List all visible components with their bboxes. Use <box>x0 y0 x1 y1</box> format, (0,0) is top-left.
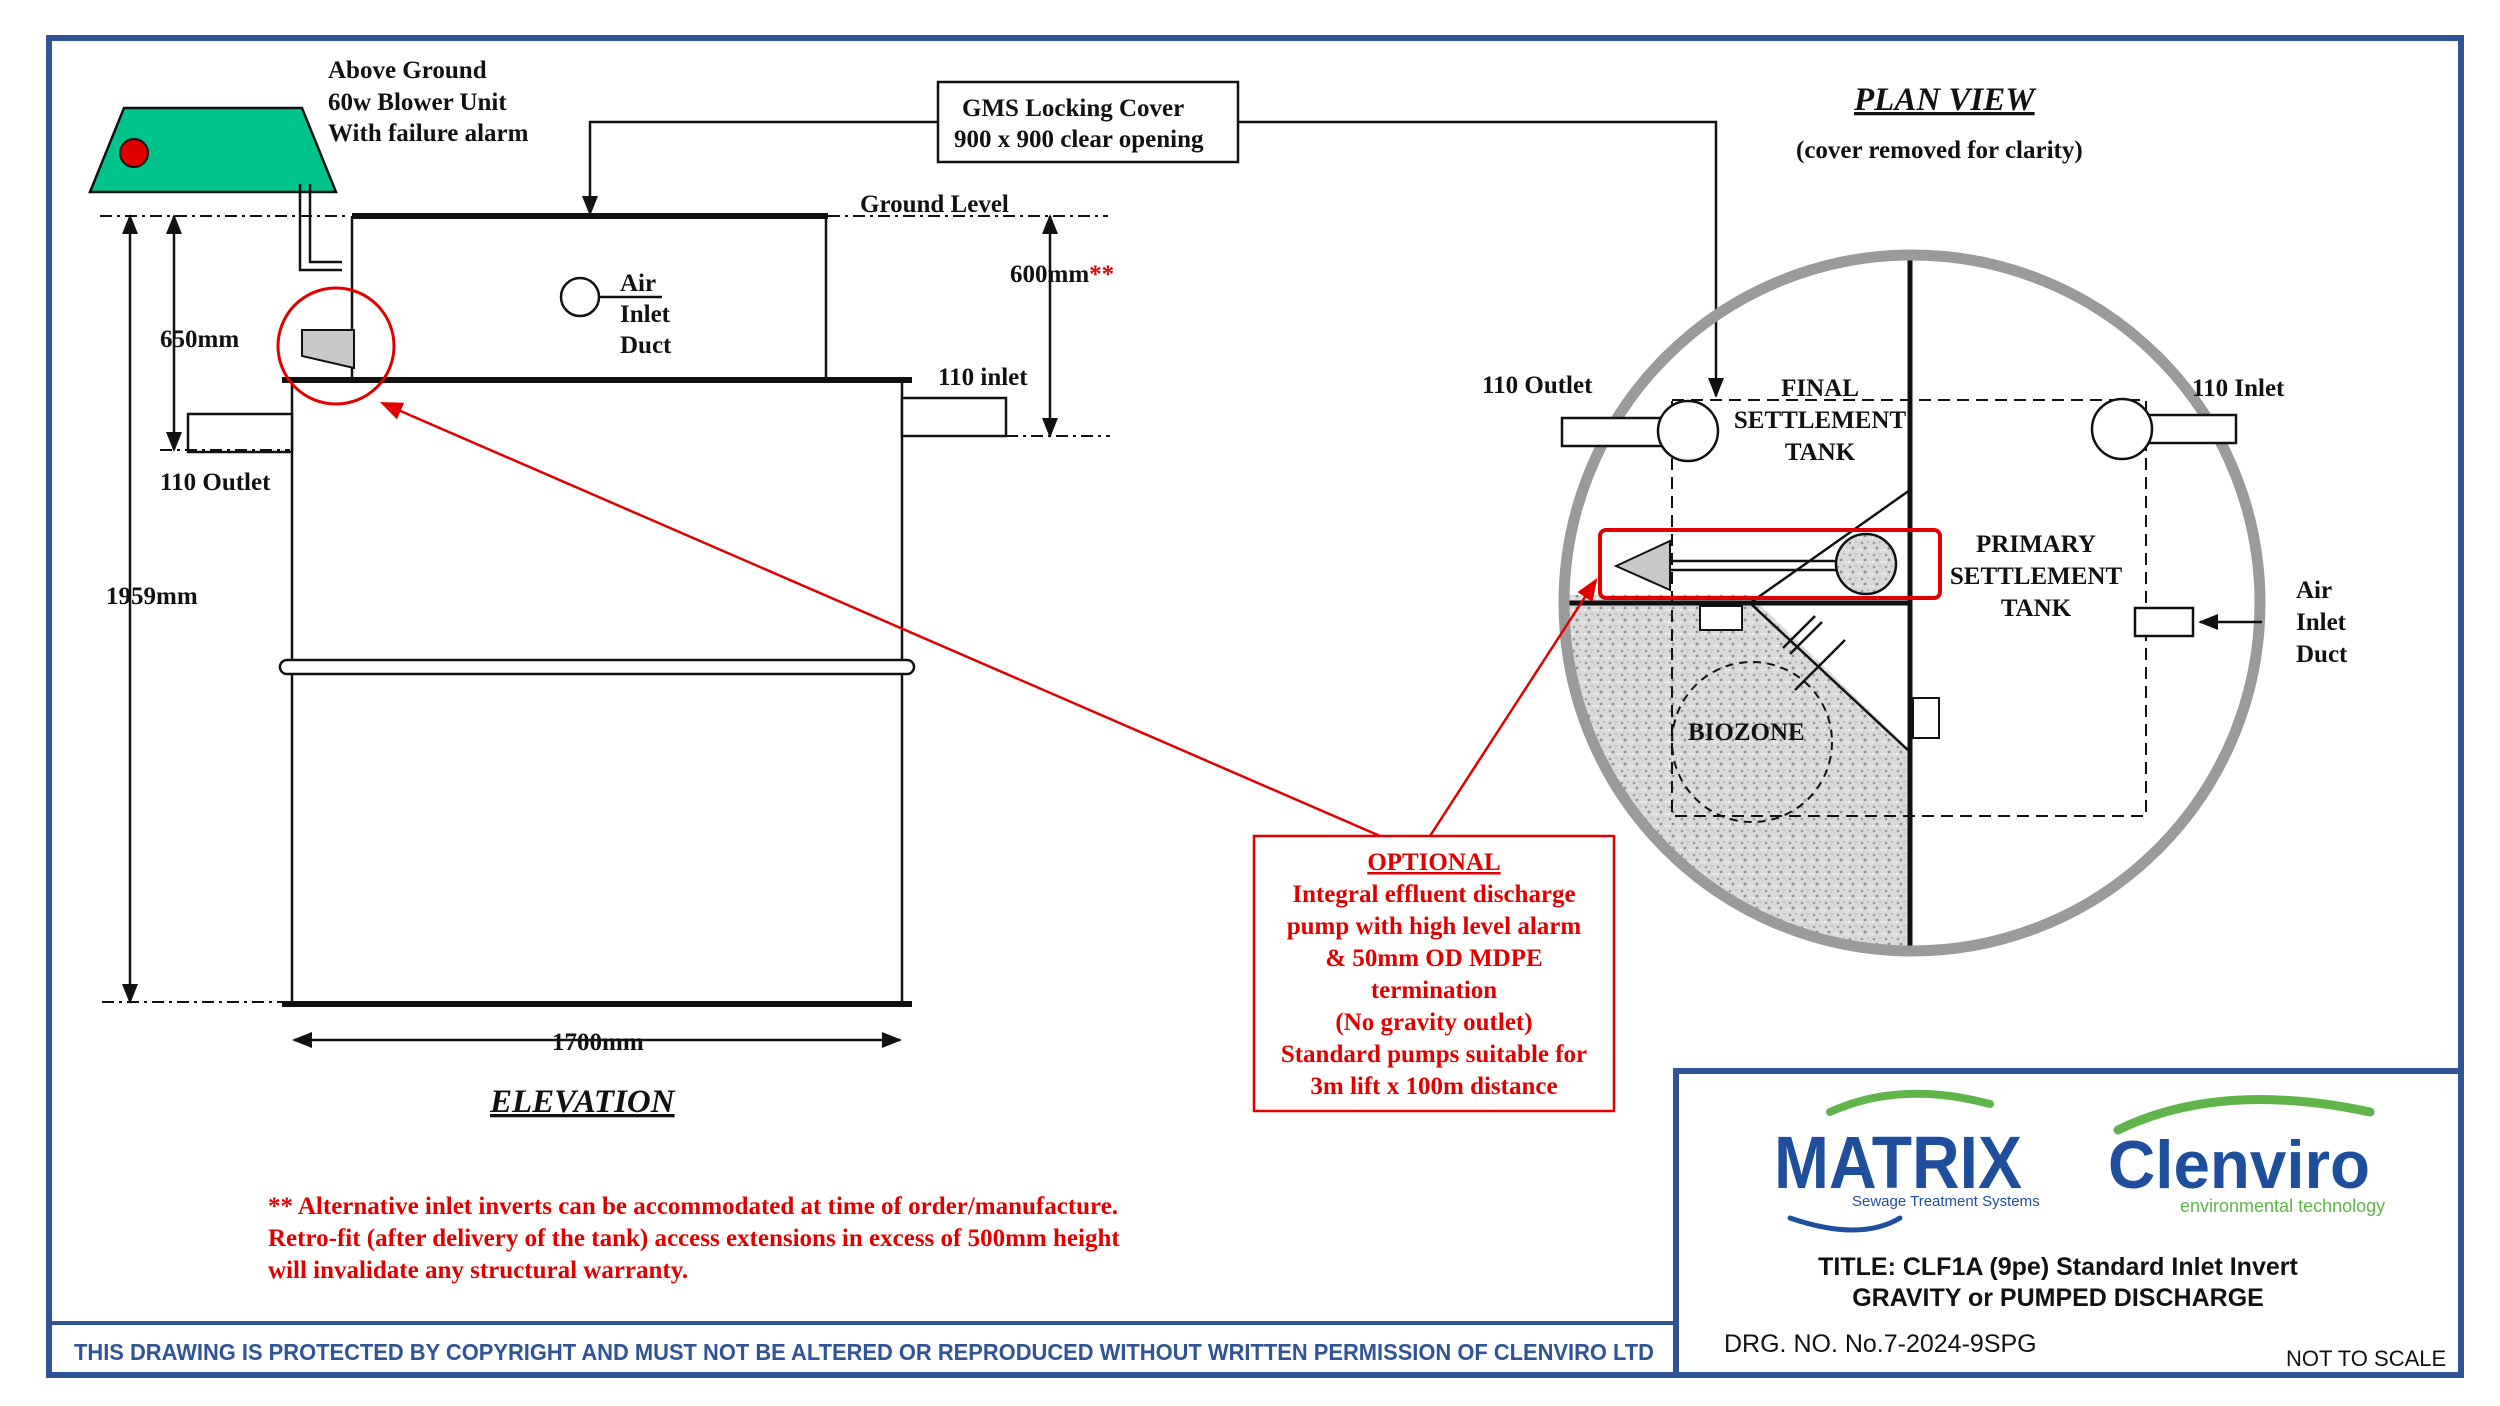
optional-callout: OPTIONAL Integral effluent discharge pum… <box>379 401 1616 1113</box>
optional-box <box>1252 834 1616 1113</box>
plan-outlet-pipe <box>1560 416 1674 448</box>
optional-line-5: (No gravity outlet) <box>1335 1009 1532 1036</box>
cover-leader-left <box>582 120 938 216</box>
plan-air-label-3: Duct <box>2296 641 2348 668</box>
primary-tank-label-1: PRIMARY <box>1976 531 2096 558</box>
plan-air-inlet <box>2133 606 2195 638</box>
matrix-logo: MATRIX <box>1774 1121 2022 1204</box>
elevation-title: ELEVATION <box>489 1084 676 1120</box>
plan-tank-circle <box>1558 249 2266 957</box>
plan-inlet-chamber <box>2090 397 2154 461</box>
optional-line-1: Integral effluent discharge <box>1292 881 1575 908</box>
pump-highlight-circle <box>276 286 396 406</box>
matrix-logo-wave <box>1787 1215 1903 1233</box>
dim-600-label: 600mm** <box>1010 261 1114 288</box>
cover-callout: GMS Locking Cover 900 x 900 clear openin… <box>582 80 1724 398</box>
plan-inlet-label: 110 Inlet <box>2192 375 2285 402</box>
optional-leader-elevation <box>379 401 1381 838</box>
elevation-view: Above Ground 60w Blower Unit With failur… <box>88 57 1114 1120</box>
matrix-logo-swoosh <box>1826 1089 1994 1116</box>
outlet-pipe <box>186 412 294 454</box>
optional-line-3: & 50mm OD MDPE <box>1325 945 1542 972</box>
air-inlet-label-1: Air <box>620 270 656 297</box>
tank-rib <box>278 658 916 676</box>
final-tank-label-2: SETTLEMENT <box>1734 407 1907 434</box>
plan-baffle-block-1 <box>1699 605 1743 631</box>
inlet-label: 110 inlet <box>938 364 1028 391</box>
optional-heading: OPTIONAL <box>1367 849 1500 876</box>
outlet-label: 110 Outlet <box>160 469 271 496</box>
drawing-number: DRG. NO. No.7-2024-9SPG <box>1724 1330 2037 1358</box>
plan-outlet-chamber <box>1656 399 1720 463</box>
transfer-pipe-b <box>1789 621 1823 655</box>
footnote-line-3: will invalidate any structural warranty. <box>268 1257 688 1284</box>
cover-leader-right <box>1238 120 1724 398</box>
ground-level-label: Ground Level <box>860 191 1009 218</box>
plan-view: PLAN VIEW (cover removed for clarity) BI… <box>1482 82 2348 957</box>
outer-frame <box>46 35 2464 1378</box>
biozone-circle <box>1671 661 1833 823</box>
cover-label-1: GMS Locking Cover <box>962 95 1184 122</box>
plan-baffle-upper <box>1749 488 1911 605</box>
cover-outline-dashed <box>1671 399 2147 817</box>
biozone-label: BIOZONE <box>1688 719 1805 746</box>
plan-pump-highlight <box>1598 528 1942 600</box>
final-tank-label-1: FINAL <box>1781 375 1859 402</box>
blower-label-2: 60w Blower Unit <box>328 89 507 116</box>
drawing-title-line-1: TITLE: CLF1A (9pe) Standard Inlet Invert <box>1818 1253 2298 1281</box>
matrix-tagline: Sewage Treatment Systems <box>1852 1193 2040 1210</box>
blower-label-1: Above Ground <box>328 57 487 84</box>
plan-baffle-lower <box>1749 602 1911 753</box>
dim-1959-label: 1959mm <box>106 583 198 610</box>
air-inlet-label-2: Inlet <box>620 301 671 328</box>
optional-line-4: termination <box>1371 977 1497 1004</box>
air-inlet-label-3: Duct <box>620 332 672 359</box>
blower-unit <box>88 106 338 194</box>
blower-air-pipe <box>298 184 342 272</box>
transfer-pipe-a <box>1782 615 1816 649</box>
optional-leader-plan <box>1428 578 1598 837</box>
inlet-pipe <box>900 396 1008 438</box>
clenviro-logo-swoosh <box>2113 1095 2375 1135</box>
clenviro-logo: Clenviro <box>2108 1127 2370 1203</box>
blower-alarm-light <box>119 138 149 168</box>
drawing-title-line-2: GRAVITY or PUMPED DISCHARGE <box>1852 1284 2264 1312</box>
footnote-line-2: Retro-fit (after delivery of the tank) a… <box>268 1225 1120 1252</box>
plan-pump <box>1834 532 1898 596</box>
plan-outlet-label: 110 Outlet <box>1482 372 1593 399</box>
final-tank-label-3: TANK <box>1785 439 1856 466</box>
footnote-line-1: ** Alternative inlet inverts can be acco… <box>268 1193 1118 1220</box>
dim-1700-label: 1700mm <box>552 1029 644 1056</box>
primary-tank-label-2: SETTLEMENT <box>1950 563 2123 590</box>
cover-label-box <box>936 80 1240 164</box>
primary-tank-label-3: TANK <box>2001 595 2072 622</box>
air-inlet-duct <box>559 276 601 318</box>
dim-650-label: 650mm <box>160 326 239 353</box>
copyright-notice: THIS DRAWING IS PROTECTED BY COPYRIGHT A… <box>74 1339 1654 1365</box>
plan-baffle-block-2 <box>1912 697 1940 739</box>
plan-air-label-2: Inlet <box>2296 609 2347 636</box>
plan-air-label-1: Air <box>2296 577 2332 604</box>
dim-600-footnote-mark: ** <box>1089 261 1114 288</box>
optional-line-7: 3m lift x 100m distance <box>1310 1073 1557 1100</box>
optional-line-2: pump with high level alarm <box>1287 913 1582 940</box>
plan-subtitle: (cover removed for clarity) <box>1796 137 2083 164</box>
cover-label-2: 900 x 900 clear opening <box>954 126 1204 153</box>
optional-line-6: Standard pumps suitable for <box>1281 1041 1587 1068</box>
plan-title: PLAN VIEW <box>1853 82 2037 118</box>
plan-pump-nozzle <box>1613 539 1671 592</box>
transfer-pipe-c <box>1794 639 1846 691</box>
title-block: MATRIX Sewage Treatment Systems Clenviro… <box>1724 1089 2446 1371</box>
scale-note: NOT TO SCALE <box>2286 1346 2446 1371</box>
blower-label-3: With failure alarm <box>328 120 529 147</box>
pump-discharge-nozzle <box>301 329 355 370</box>
clenviro-tagline: environmental technology <box>2180 1196 2385 1216</box>
